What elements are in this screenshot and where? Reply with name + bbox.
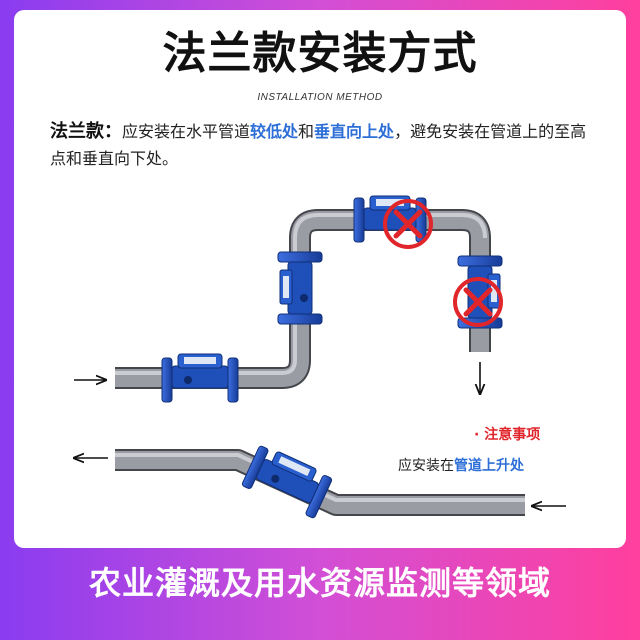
note-text: 应安装在管道上升处	[398, 455, 524, 475]
note-title: · 注意事项	[474, 427, 541, 443]
page-subtitle: INSTALLATION METHOD	[257, 92, 383, 103]
water-meter-icon	[161, 353, 239, 403]
install-description: 法兰款：应安装在水平管道较低处和垂直向上处，避免安装在管道上的至高点和垂直向下处…	[50, 118, 590, 172]
bottom-banner: 农业灌溉及用水资源监测等领域	[88, 564, 551, 602]
description-part3: ，避免安装在管道上的至高点和垂直向下处。	[50, 122, 587, 168]
prohibited-x-icon	[453, 277, 503, 327]
description-highlight-low: 较低处	[250, 122, 299, 141]
description-highlight-vertical-up: 垂直向上处	[314, 122, 395, 141]
description-lead: 法兰款：	[50, 121, 122, 142]
description-part2: 和	[298, 122, 315, 141]
note-text-prefix: 应安装在	[398, 458, 454, 474]
note-text-highlight: 管道上升处	[454, 458, 524, 474]
water-meter-icon	[277, 251, 323, 325]
page-title: 法兰款安装方式	[162, 28, 478, 79]
description-part1: 应安装在水平管道	[122, 122, 251, 141]
water-meter-icon	[241, 445, 333, 519]
prohibited-x-icon	[383, 199, 433, 249]
upper-pipe	[115, 209, 491, 389]
